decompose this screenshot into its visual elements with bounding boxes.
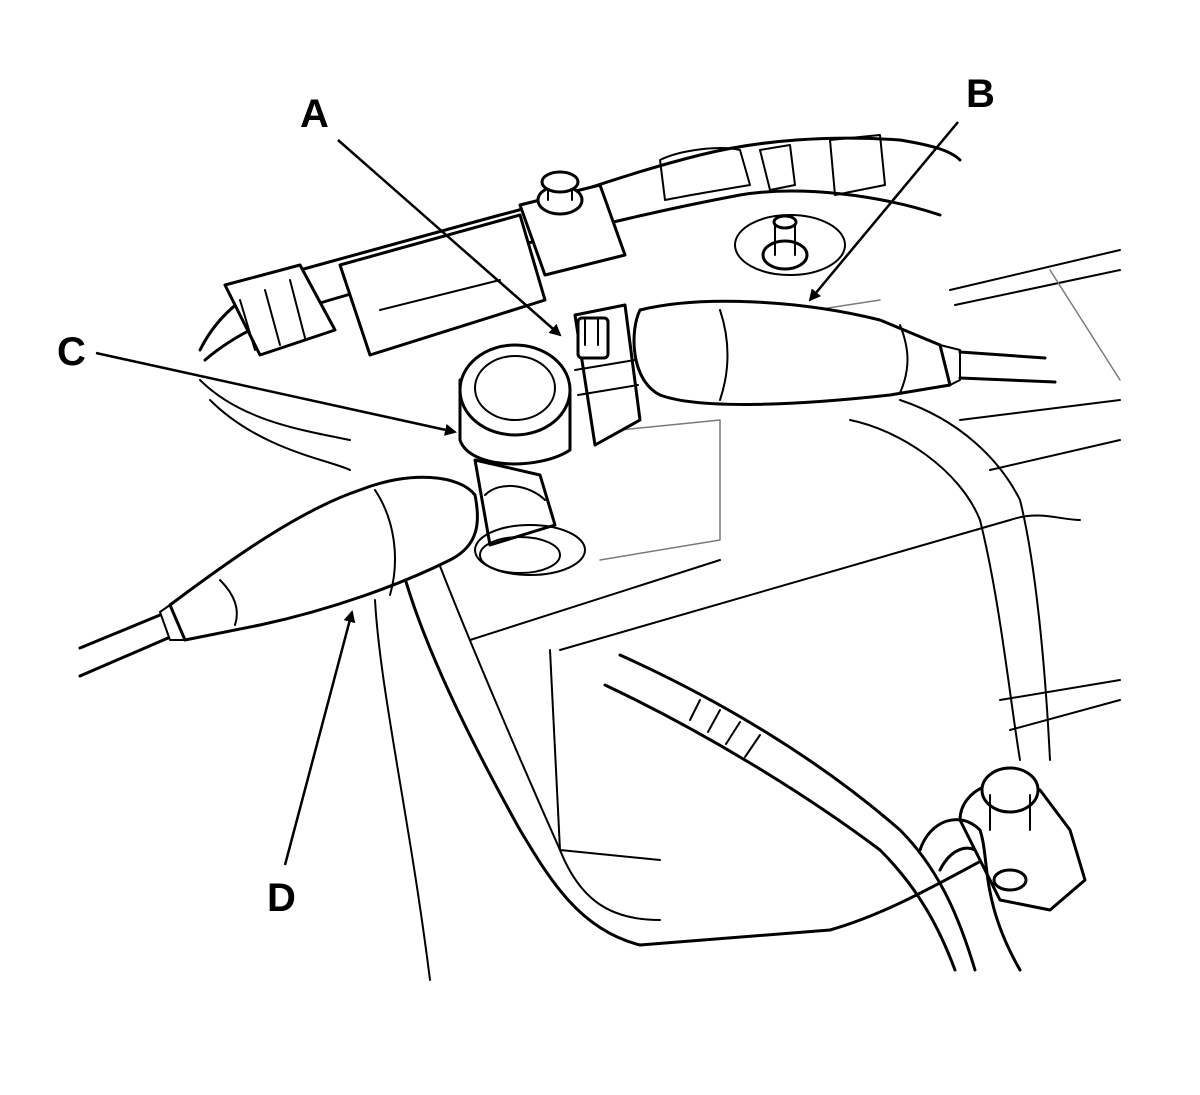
- callout-c: C: [57, 330, 86, 374]
- cable-boot-d: [78, 475, 479, 678]
- leader-line-d: [283, 610, 356, 866]
- cable-boot-b: [632, 299, 1057, 406]
- wire-harness: [198, 134, 962, 471]
- terminal-clamp: [458, 343, 586, 576]
- battery-housing: [374, 249, 1121, 981]
- positive-terminal-post: [734, 214, 846, 276]
- ground-strap: [603, 399, 1087, 972]
- callout-a: A: [300, 92, 329, 136]
- leader-line-c: [95, 351, 457, 436]
- terminal-nut: [573, 303, 642, 447]
- callout-b: B: [966, 72, 995, 116]
- leader-line-a: [337, 139, 562, 337]
- callout-d: D: [267, 876, 296, 920]
- leader-lines: [95, 121, 959, 866]
- leader-line-b: [808, 121, 959, 302]
